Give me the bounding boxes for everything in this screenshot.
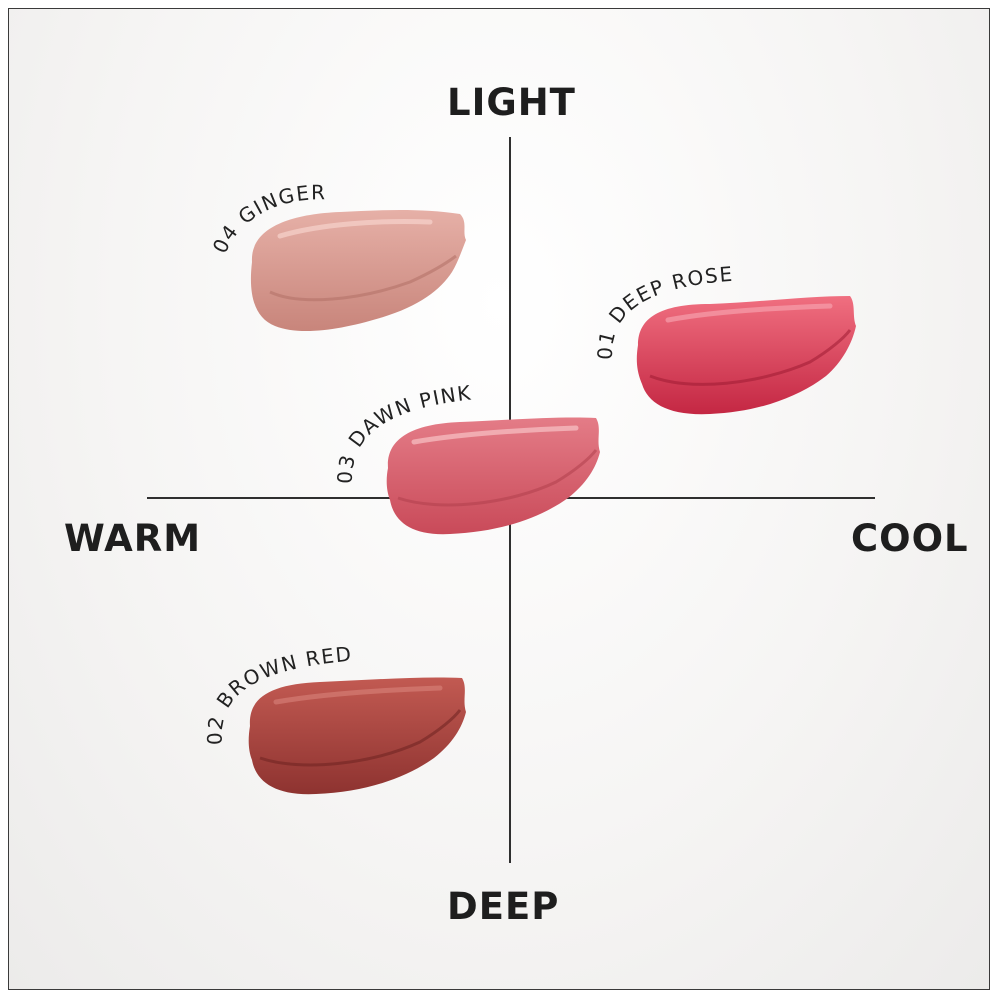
axis-label-warm: WARM bbox=[64, 517, 202, 560]
swatch-brown-red bbox=[248, 677, 466, 795]
axis-label-deep: DEEP bbox=[447, 885, 560, 928]
axis-label-light: LIGHT bbox=[447, 81, 576, 124]
swatch-deep-rose bbox=[636, 296, 856, 415]
axis-label-cool: COOL bbox=[851, 517, 969, 560]
swatch-dawn-pink bbox=[386, 417, 600, 535]
swatch-ginger bbox=[250, 210, 466, 332]
